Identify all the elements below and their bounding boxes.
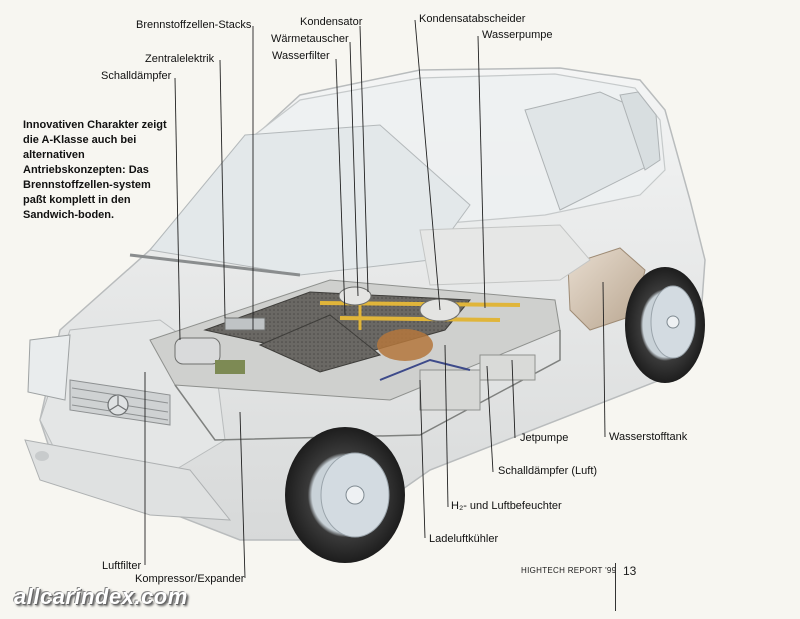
label-kompressor-expander: Kompressor/Expander (135, 573, 245, 585)
label-schalldaempfer: Schalldämpfer (101, 70, 172, 82)
watermark: allcarindex.com (14, 584, 188, 609)
label-schalldaempfer-luft: Schalldämpfer (Luft) (498, 465, 598, 477)
page-number: 13 (623, 564, 637, 578)
label-wasserpumpe: Wasserpumpe (482, 29, 553, 41)
label-luftfilter: Luftfilter (102, 560, 142, 572)
rear-wheel (625, 267, 705, 383)
label-kondensator: Kondensator (300, 16, 363, 28)
leader-lines (144, 19, 606, 579)
label-brennstoffzellen-stacks: Brennstoffzellen-Stacks (136, 19, 252, 31)
label-waermetauscher: Wärmetauscher (271, 33, 349, 45)
label-kondensatabscheider: Kondensatabscheider (419, 13, 526, 25)
footer-report-title: HIGHTECH REPORT '99 (521, 566, 617, 575)
fuel-cell-system (149, 279, 561, 441)
label-ladeluftkuehler: Ladeluftkühler (429, 533, 499, 545)
label-zentralelektrik: Zentralelektrik (145, 53, 215, 65)
label-h2-luftbefeuchter: H₂- und Luftbefeuchter (451, 500, 562, 512)
label-jetpumpe: Jetpumpe (520, 432, 569, 444)
label-wasserstofftank: Wasserstofftank (609, 431, 688, 443)
footer-divider (615, 563, 616, 611)
front-wheel (285, 427, 405, 563)
intro-caption: Innovativen Charakter zeigt die A-Klasse… (23, 119, 167, 221)
label-wasserfilter: Wasserfilter (272, 50, 330, 62)
